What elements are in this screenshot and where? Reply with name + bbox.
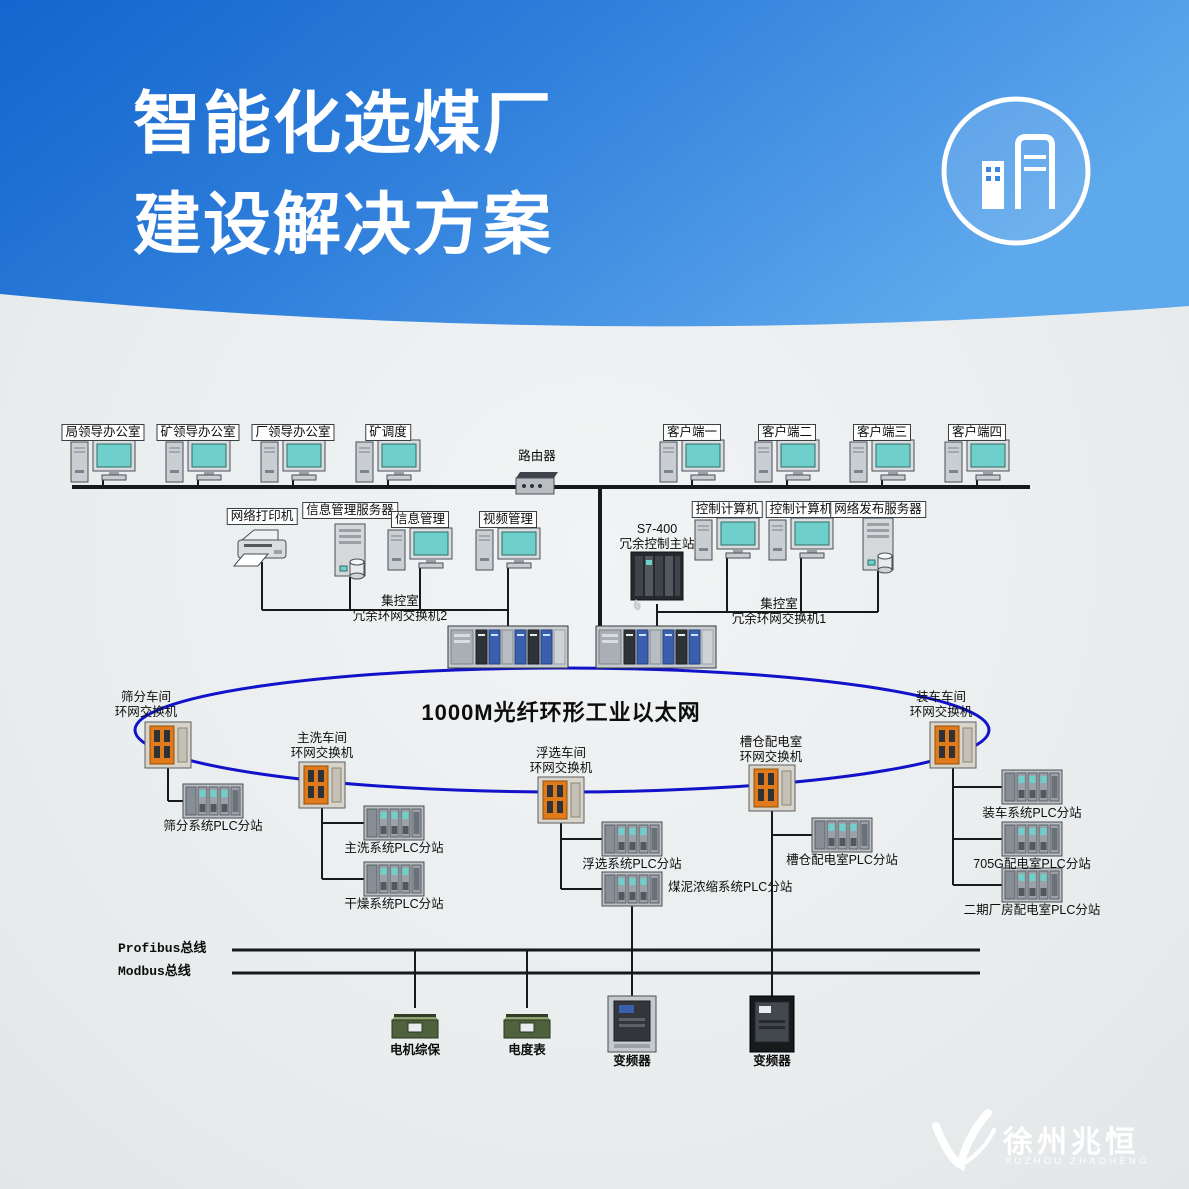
ring-switch-label-bunker-1: 槽仓配电室 [739,735,803,749]
info-mgmt-pc-icon [387,527,453,571]
office-pc-icon [70,439,136,483]
plc-label-705g: 705G配电室PLC分站 [973,857,1091,871]
ring-switch-label-screening-1: 筛分车间 [120,690,172,704]
plc-label-screening: 筛分系统PLC分站 [163,819,263,833]
ring-switch-label-bunker-2: 环网交换机 [739,750,803,764]
ring-switch-label-flotation-2: 环网交换机 [529,761,593,775]
info-server-icon [334,523,366,580]
node-label-control-pc-1: 控制计算机 [691,501,763,518]
page-title: 智能化选煤厂 建设解决方案 [133,74,553,276]
control-pc-icon [694,517,760,561]
plc-label-washing: 主洗系统PLC分站 [344,841,444,855]
plc-label-drying: 干燥系统PLC分站 [344,897,444,911]
printer-icon [233,529,287,567]
office-pc-icon [165,439,231,483]
plc-station-icon [601,871,663,907]
building-icon [982,134,1055,209]
client-pc-icon [944,439,1010,483]
ring-network-title: 1000M光纤环形工业以太网 [421,700,701,725]
ring-switch-icon [298,761,346,809]
ring-switch-label-flotation-1: 浮选车间 [535,746,587,760]
device-label-energy-meter: 电度表 [508,1043,546,1057]
node-label-video-mgmt: 视频管理 [478,511,538,528]
plc-station-icon [601,821,663,857]
office-pc-icon [260,439,326,483]
node-label-office-bureau: 局领导办公室 [61,424,145,441]
plc-label-loading: 装车系统PLC分站 [982,806,1082,820]
node-label-client-3: 客户端三 [852,424,912,441]
node-label-info-server: 信息管理服务器 [302,502,398,519]
logo-company-name: 徐州兆恒 [1003,1126,1139,1159]
ring-switch-icon [929,721,977,769]
device-label-inverter-1: 变频器 [613,1054,651,1068]
node-label-client-4: 客户端四 [947,424,1007,441]
s7-label-line2: 冗余控制主站 [619,537,695,551]
router-label: 路由器 [518,449,556,463]
page-title-line2: 建设解决方案 [133,187,554,263]
plc-station-icon [363,805,425,841]
video-mgmt-pc-icon [475,527,541,571]
client-pc-icon [849,439,915,483]
core-switch-1-label-line2: 冗余环网交换机1 [731,612,827,626]
node-label-client-1: 客户端一 [662,424,722,441]
client-pc-icon [754,439,820,483]
bus-label-modbus: Modbus总线 [118,964,191,979]
ring-switch-label-loading-2: 环网交换机 [909,705,973,719]
energy-meter-icon [503,1013,551,1039]
logo-mark-icon [932,1109,996,1172]
core-switch-2-label-line2: 冗余环网交换机2 [352,609,448,623]
plc-station-icon [1001,867,1063,903]
inverter-cabinet-icon [607,995,657,1053]
office-pc-icon [355,439,421,483]
ring-switch-icon [748,764,796,812]
node-label-printer: 网络打印机 [226,508,298,525]
plc-label-bunker: 槽仓配电室PLC分站 [786,853,898,867]
node-label-office-mine: 矿领导办公室 [156,424,240,441]
router-icon [515,471,559,495]
s7-label-line1: S7-400 [636,522,678,536]
core-switch-2-label-line1: 集控室 [381,594,419,608]
plc-label-flotation: 浮选系统PLC分站 [582,857,682,871]
core-switch-2-icon [447,625,569,669]
node-label-control-pc-2: 控制计算机 [765,501,837,518]
node-label-info-mgmt: 信息管理 [390,511,450,528]
plc-station-icon [1001,821,1063,857]
motor-protector-icon [391,1013,439,1039]
ring-switch-label-washing-1: 主洗车间 [296,731,348,745]
s7-400-rack-icon [629,550,685,611]
ring-switch-icon [144,721,192,769]
plc-label-phase2: 二期厂房配电室PLC分站 [963,903,1101,917]
ring-switch-icon [537,776,585,824]
web-server-icon [862,517,894,574]
node-label-client-2: 客户端二 [757,424,817,441]
plc-station-icon [182,783,244,819]
node-label-dispatch: 矿调度 [365,424,411,441]
bus-label-profibus: Profibus总线 [118,941,207,956]
device-label-motor-protector: 电机综保 [389,1043,441,1057]
control-pc-icon [768,517,834,561]
core-switch-1-icon [595,625,717,669]
inverter-cabinet-icon [749,995,795,1053]
header-banner [0,0,1189,327]
node-label-web-server: 网络发布服务器 [830,501,926,518]
plc-station-icon [811,817,873,853]
page-title-line1: 智能化选煤厂 [133,86,554,162]
client-pc-icon [659,439,725,483]
device-label-inverter-2: 变频器 [753,1054,791,1068]
ring-switch-label-loading-1: 装车车间 [915,690,967,704]
node-label-office-plant: 厂领导办公室 [251,424,335,441]
logo-company-subtitle: XUZHOU ZHAOHENG [1005,1156,1150,1167]
plc-station-icon [1001,769,1063,805]
core-switch-1-label-line1: 集控室 [760,597,798,611]
plc-station-icon [363,861,425,897]
plc-label-slime: 煤泥浓缩系统PLC分站 [668,880,793,894]
ring-switch-label-washing-2: 环网交换机 [290,746,354,760]
ring-switch-label-screening-2: 环网交换机 [114,705,178,719]
